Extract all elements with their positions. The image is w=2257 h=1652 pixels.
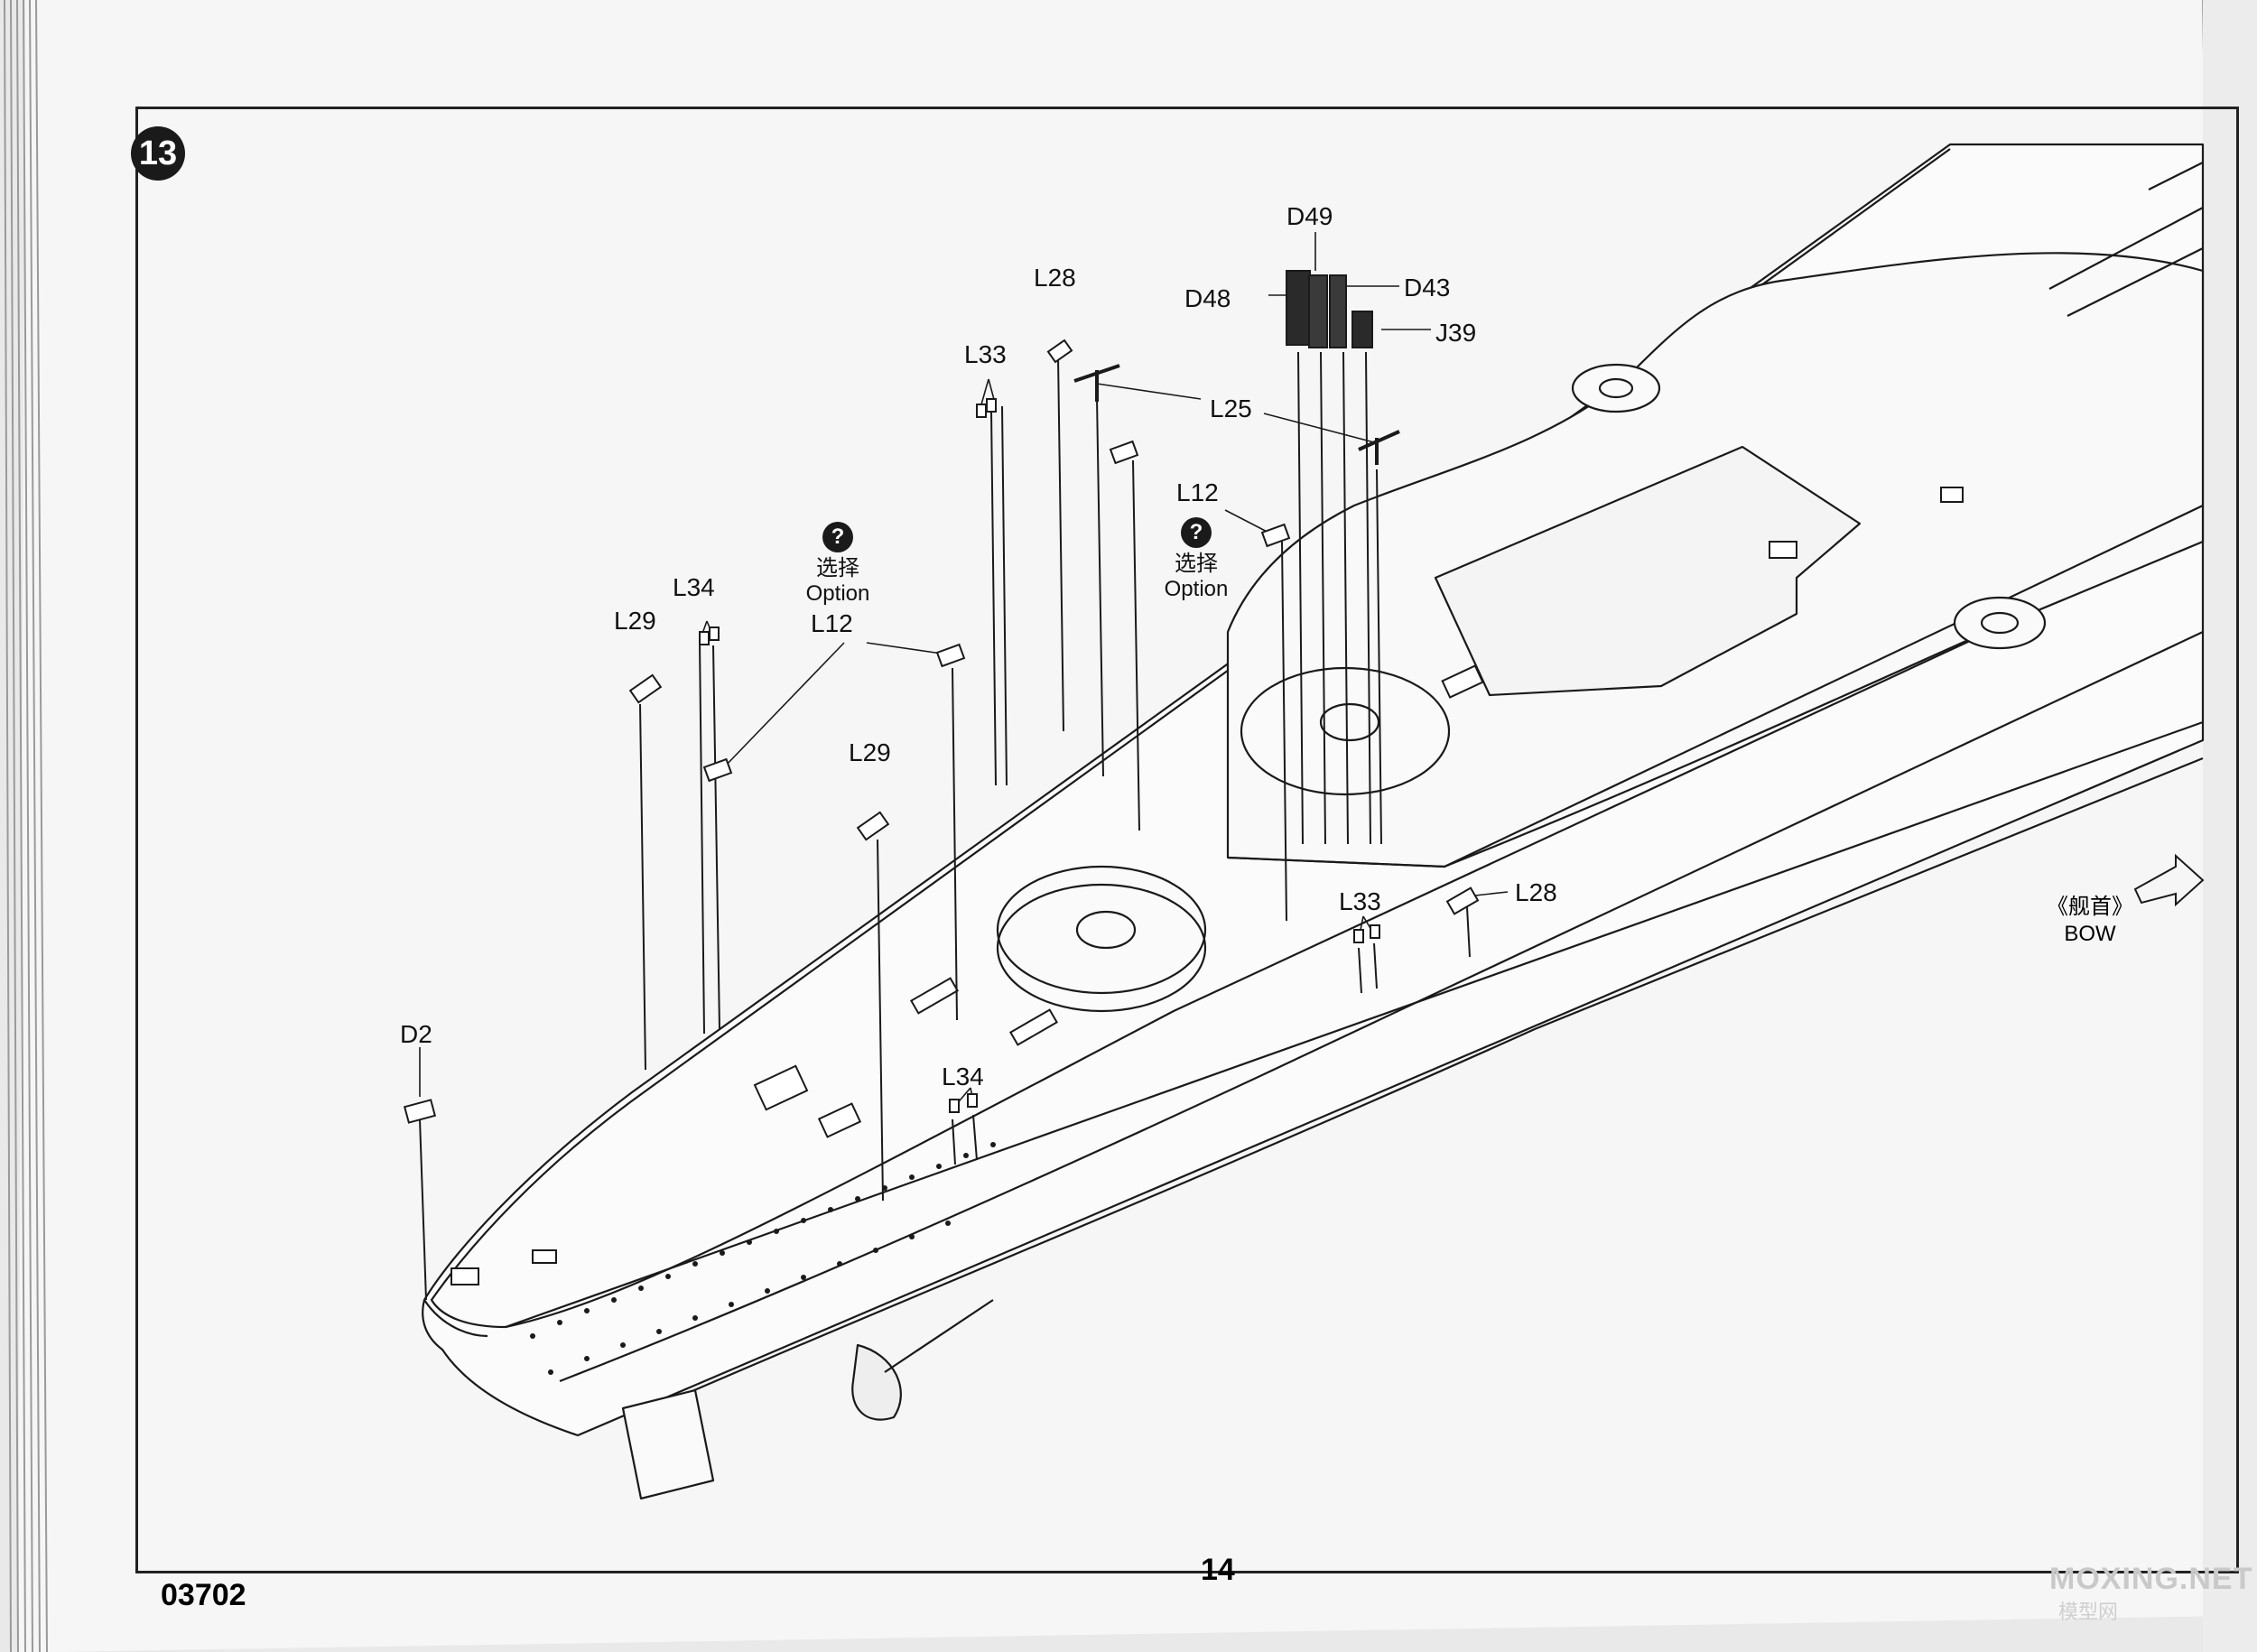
bow-cn: 《舰首》 xyxy=(2047,895,2133,919)
watermark-sub: 模型网 xyxy=(2058,1601,2119,1623)
deck-edge xyxy=(430,148,2204,1329)
watermark: MOXING.NET xyxy=(2049,1562,2253,1596)
forward-barbette xyxy=(996,865,1207,995)
small-parts xyxy=(403,270,1480,1124)
label-l12-left: L12 xyxy=(811,609,853,637)
label-j39: J39 xyxy=(1435,319,1477,347)
label-l28-top: L28 xyxy=(1034,264,1076,292)
kit-code: 03702 xyxy=(161,1578,246,1612)
option-marker-right: ? 选择 Option xyxy=(1142,517,1250,602)
label-d43: D43 xyxy=(1404,274,1451,302)
rudder xyxy=(621,1388,715,1500)
label-l12-right: L12 xyxy=(1176,478,1219,506)
belt-line xyxy=(559,631,2204,1383)
bow-en: BOW xyxy=(2064,922,2116,946)
option-cn: 选择 xyxy=(816,556,859,580)
second-barbette xyxy=(1240,666,1451,796)
bow-stem xyxy=(423,1299,488,1338)
label-l33-top: L33 xyxy=(964,340,1007,368)
portholes xyxy=(530,1142,996,1375)
option-question-icon: ? xyxy=(1181,517,1212,548)
step-frame xyxy=(135,107,2239,1573)
recessed-deck xyxy=(1434,445,1862,697)
page-number: 14 xyxy=(1201,1553,1235,1587)
option-en: Option xyxy=(805,581,870,606)
label-l33-right: L33 xyxy=(1339,887,1381,915)
step-number-badge: 13 xyxy=(131,126,185,181)
leader-lines xyxy=(419,232,1509,1107)
guide-lines xyxy=(419,351,1471,1301)
label-l29-left: L29 xyxy=(614,607,656,635)
option-marker-left: ? 选择 Option xyxy=(784,522,892,607)
deck-fittings xyxy=(450,487,1964,1285)
option-cn: 选择 xyxy=(1175,552,1218,576)
propeller xyxy=(851,1343,902,1421)
superstructure-side xyxy=(1227,505,2204,868)
bow-direction: 《舰首》 BOW xyxy=(2022,894,2158,948)
waterline xyxy=(631,756,2204,1419)
label-l28-right: L28 xyxy=(1515,878,1557,906)
label-l34-bottom: L34 xyxy=(942,1063,984,1091)
label-d48: D48 xyxy=(1184,284,1231,312)
label-d49: D49 xyxy=(1286,202,1333,230)
option-en: Option xyxy=(1164,577,1229,601)
label-l25: L25 xyxy=(1210,394,1252,422)
label-l34-left: L34 xyxy=(673,573,715,601)
gunwale-line xyxy=(505,532,2204,1329)
bow-arrow-icon xyxy=(2133,853,2205,907)
option-question-icon: ? xyxy=(822,522,853,552)
label-d2: D2 xyxy=(400,1020,432,1048)
label-l29-mid: L29 xyxy=(849,738,891,766)
